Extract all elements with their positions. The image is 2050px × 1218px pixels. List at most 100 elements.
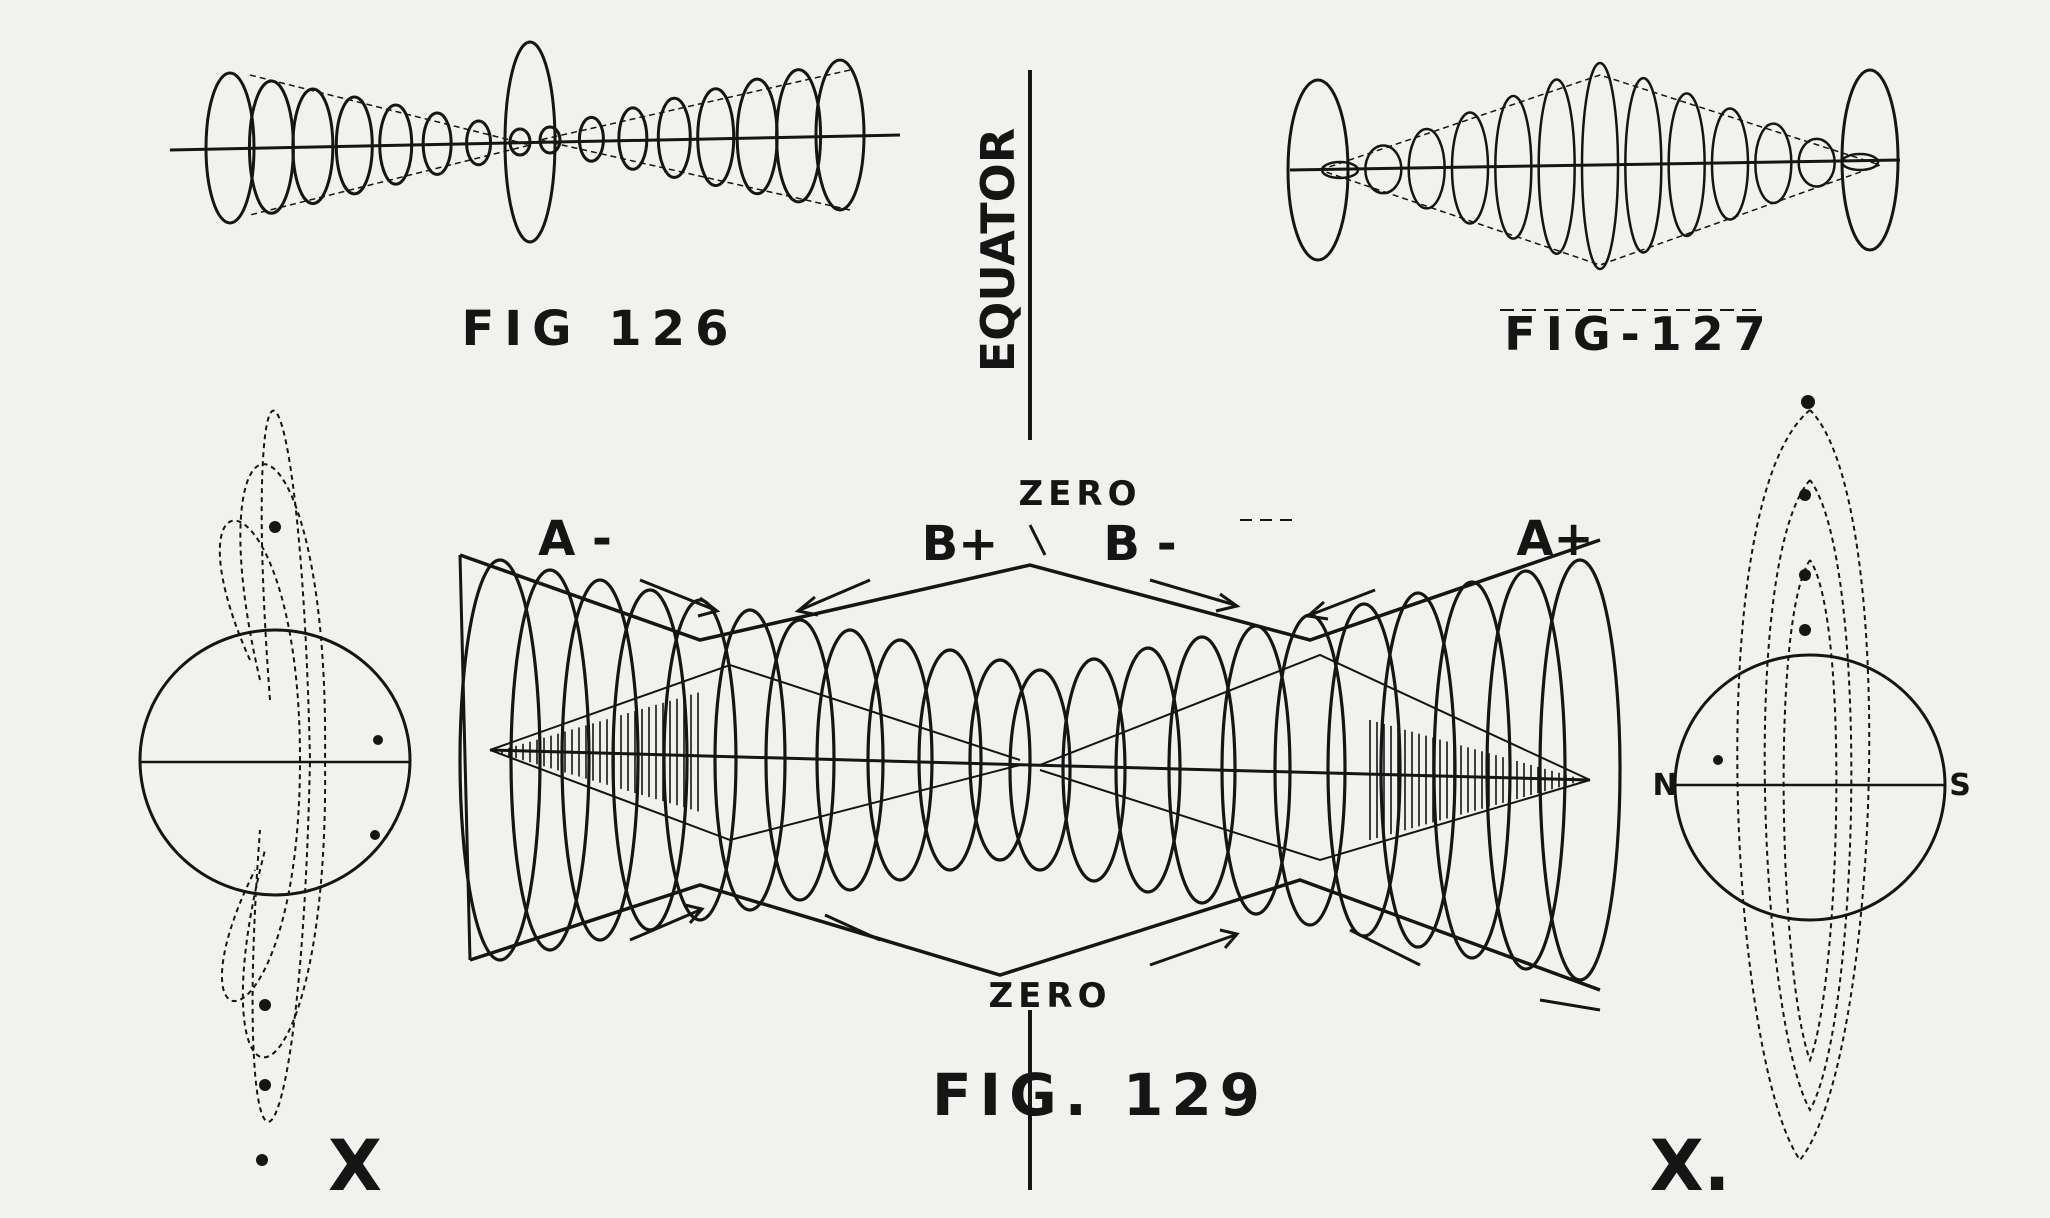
coil-loop (1580, 61, 1620, 271)
coil-loop (917, 648, 983, 872)
field-dot (370, 830, 380, 840)
label-b-minus: B - (1103, 516, 1176, 572)
arrow-lower-4 (1349, 928, 1421, 967)
coil-loop (334, 95, 374, 196)
fig129-cone-b-bottom (1039, 769, 1591, 862)
arrow-lower-1 (629, 908, 701, 942)
left-earth-globe (138, 628, 412, 897)
coil-loop (713, 608, 787, 912)
coil-loop (577, 115, 605, 163)
arrow-head-upper-1 (697, 596, 721, 618)
label-b-plus: B+ (922, 516, 999, 572)
right-n-label: N (1652, 768, 1677, 803)
coil-loop (1537, 78, 1576, 256)
right-field-dots (1713, 395, 1815, 765)
coil-loop (866, 638, 934, 882)
zero-top-label: ZERO (1019, 474, 1142, 514)
coil-loop (735, 77, 779, 196)
arrow-head-upper-4 (1304, 600, 1329, 621)
coil-loop (1494, 94, 1533, 240)
equator-label: EQUATOR (971, 128, 1025, 372)
coil-loop (1114, 646, 1182, 894)
label-a-minus: A - (538, 511, 612, 567)
coil-loop (204, 71, 256, 225)
right-earth-diagram: N S X. (1650, 395, 1971, 1207)
fig-126: FIG 126 (169, 40, 901, 357)
coil-loop (1061, 657, 1127, 883)
fig-127: FIG-127 (1286, 61, 1901, 361)
field-dot (1799, 489, 1811, 501)
arrow-lower-5 (1539, 998, 1601, 1012)
right-x-label: X. (1650, 1125, 1731, 1207)
coil-loop (815, 628, 885, 892)
arrow-upper-4 (1309, 588, 1376, 617)
right-field-line-2 (1763, 479, 1853, 1113)
coil-loop (560, 578, 640, 942)
coil-loop (1008, 668, 1072, 872)
coil-loop (656, 96, 692, 179)
coil-loop (764, 618, 836, 902)
coil-loop (503, 40, 557, 244)
field-dot (1799, 569, 1811, 581)
coil-loop (1450, 111, 1490, 225)
coil-loop (465, 119, 493, 167)
fig129-lower-frame (469, 878, 1601, 992)
right-field-line-1 (1736, 409, 1871, 1162)
coil-loop (1286, 78, 1350, 262)
arrow-lower-3 (1149, 933, 1236, 967)
coil-loop (1220, 624, 1292, 916)
fig127-caption: FIG-127 (1504, 307, 1775, 361)
coil-loop (1407, 127, 1446, 210)
coil-loop (696, 87, 736, 188)
arrow-upper-2 (799, 578, 871, 612)
left-x-label: X (328, 1125, 382, 1207)
left-earth-diagram: X (138, 409, 412, 1207)
fig129-hatching (501, 692, 1581, 840)
fig129-cone-b-top (1039, 653, 1591, 781)
field-dot (259, 1079, 271, 1091)
coil-loop (1485, 569, 1567, 971)
coil-loop (968, 658, 1032, 862)
coil-loop (1840, 152, 1880, 172)
fig129-arrows (629, 578, 1601, 1012)
coil-loop (1710, 107, 1750, 221)
field-dot (259, 999, 271, 1011)
field-dot (256, 1154, 268, 1166)
arrow-lower-2 (824, 913, 881, 942)
left-field-dots (256, 521, 383, 1166)
coil-loop (291, 87, 335, 206)
coil-loop (1754, 122, 1793, 205)
coil-loop (1538, 558, 1622, 982)
arrow-upper-3 (1149, 578, 1236, 607)
zero-top-tick (1028, 524, 1047, 556)
field-dot (1799, 624, 1811, 636)
field-dot (1801, 395, 1815, 409)
coil-loop (1167, 635, 1237, 905)
coil-loop (1624, 76, 1663, 254)
fig129-caption: FIG. 129 (932, 1061, 1268, 1129)
coil-loop (617, 106, 649, 171)
fig126-cone-left (249, 74, 531, 216)
coil-loop (538, 125, 562, 155)
arrow-upper-1 (639, 578, 716, 612)
fig129-left-edge (458, 554, 472, 961)
label-a-plus: A+ (1516, 511, 1593, 567)
coil-loop (1379, 591, 1457, 949)
coil-loop (1667, 92, 1706, 238)
zero-bottom-label: ZERO (989, 976, 1112, 1016)
coil-loop (458, 558, 542, 962)
left-field-line-3 (218, 519, 302, 1002)
fig126-cone-right (539, 69, 851, 211)
fig126-coils (204, 40, 866, 244)
coil-loop (509, 568, 591, 952)
arrow-head-upper-2 (794, 595, 819, 617)
coil-loop (378, 103, 414, 186)
arrow-head-upper-3 (1215, 592, 1241, 613)
field-dot (373, 735, 383, 745)
fig127-coils (1286, 61, 1900, 271)
coil-loop (814, 58, 866, 212)
field-dot (1713, 755, 1723, 765)
